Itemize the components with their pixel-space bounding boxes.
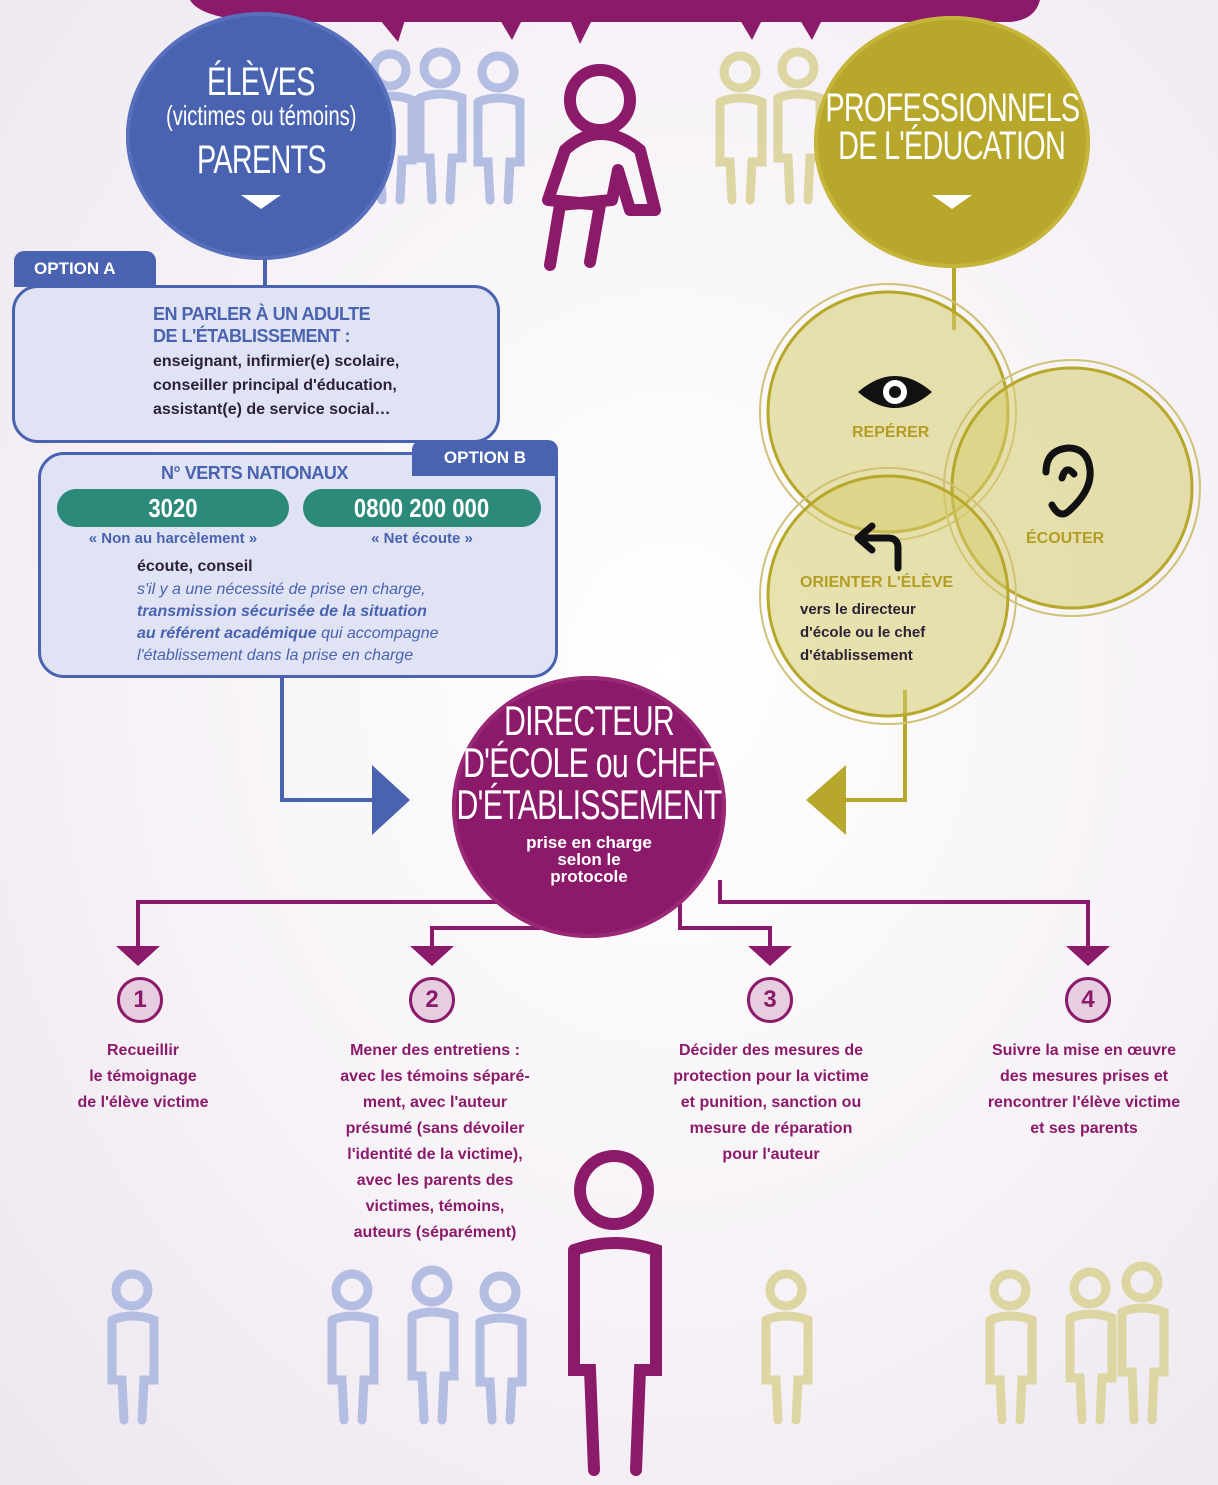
option-a-body-1: enseignant, infirmier(e) scolaire, <box>153 353 400 370</box>
person-icon <box>475 1271 527 1425</box>
option-b-box: N° VERTS NATIONAUX 3020 0800 200 000 « N… <box>38 452 558 678</box>
gold-arrowhead <box>806 765 846 835</box>
step-2-line: ment, avec l'auteur <box>362 1094 508 1111</box>
ear-icon <box>1042 444 1094 518</box>
person-icon <box>985 1269 1037 1425</box>
step-3-number: 3 <box>747 977 793 1023</box>
person-icon <box>1065 1267 1117 1425</box>
parents-title: PARENTS <box>196 138 327 182</box>
listen-advice: écoute, conseil <box>137 558 253 575</box>
orienter-line-1: vers le directeur <box>800 601 916 618</box>
step-2-line: victimes, témoins, <box>365 1198 505 1215</box>
people-bottom-gold <box>761 1261 1169 1425</box>
step-1-text: Recueillir le témoignage de l'élève vict… <box>38 1038 248 1116</box>
option-b-italic-3: au référent académique qui accompagne <box>137 623 438 645</box>
option-a-body-3: assistant(e) de service social… <box>153 401 391 418</box>
phone-number-net-ecoute[interactable]: 0800 200 000 <box>303 489 541 527</box>
person-icon <box>715 51 767 205</box>
step-2-line: avec les témoins séparé- <box>340 1068 530 1085</box>
people-top-gold <box>715 47 825 205</box>
pros-title-line2: DE L'ÉDUCATION <box>838 124 1067 168</box>
top-banner <box>190 0 1040 44</box>
step-1-line: le témoignage <box>89 1068 197 1085</box>
blue-arrowhead <box>372 765 410 835</box>
step-3-line: protection pour la victime <box>673 1068 869 1085</box>
person-icon <box>761 1269 813 1425</box>
person-icon <box>407 1265 459 1425</box>
ecouter-label: ÉCOUTER <box>1026 530 1105 547</box>
step-3-text: Décider des mesures de protection pour l… <box>616 1038 926 1168</box>
step-2-line: auteurs (séparément) <box>353 1224 517 1241</box>
step-2-text: Mener des entretiens : avec les témoins … <box>290 1038 580 1246</box>
step-2-line: Mener des entretiens : <box>350 1042 520 1059</box>
person-bottom-magenta <box>568 1150 662 1476</box>
person-icon <box>327 1269 379 1425</box>
phone-number-3020[interactable]: 3020 <box>57 489 289 527</box>
person-icon <box>773 47 825 205</box>
step-2-line: présumé (sans dévoiler <box>345 1120 525 1137</box>
step-4-number: 4 <box>1065 977 1111 1023</box>
person-icon <box>415 47 467 205</box>
magenta-arrowheads <box>116 946 1110 966</box>
pros-title-line1: PROFESSIONNELS <box>825 86 1080 130</box>
caption-net-ecoute: « Net écoute » <box>371 530 473 547</box>
step-2-number: 2 <box>409 977 455 1023</box>
option-b-heading: N° VERTS NATIONAUX <box>161 463 348 483</box>
step-1-number: 1 <box>117 977 163 1023</box>
orienter-line-2: d'école ou le chef <box>800 624 926 641</box>
person-icon <box>1117 1261 1169 1425</box>
professionnels-circle: PROFESSIONNELS DE L'ÉDUCATION <box>814 16 1090 268</box>
step-3-line: mesure de réparation <box>689 1120 853 1137</box>
step-4-line: rencontrer l'élève victime <box>987 1094 1181 1111</box>
option-b-italic-1: s'il y a une nécessité de prise en charg… <box>137 581 426 598</box>
option-b-italic-4: l'établissement dans la prise en charge <box>137 647 414 664</box>
step-3-line: pour l'auteur <box>722 1146 820 1163</box>
step-1-line: de l'élève victime <box>77 1094 209 1111</box>
step-3-line: et punition, sanction ou <box>680 1094 862 1111</box>
step-4-text: Suivre la mise en œuvre des mesures pris… <box>950 1038 1218 1142</box>
eye-icon <box>858 376 932 408</box>
option-b-italic-2: transmission sécurisée de la situation <box>137 603 427 620</box>
option-a-tab: OPTION A <box>14 251 156 287</box>
director-line-3: D'ÉTABLISSEMENT <box>456 780 723 828</box>
step-2-line: avec les parents des <box>356 1172 514 1189</box>
eleves-title: ÉLÈVES <box>207 60 315 104</box>
chevron-down-icon <box>241 195 281 209</box>
reperer-label: REPÉRER <box>852 424 930 441</box>
option-a-heading-2: DE L'ÉTABLISSEMENT : <box>153 326 350 346</box>
directeur-circle: DIRECTEUR D'ÉCOLE ou CHEF D'ÉTABLISSEMEN… <box>452 676 726 938</box>
option-a-heading-1: EN PARLER À UN ADULTE <box>153 304 371 324</box>
person-icon <box>568 1150 662 1476</box>
eleves-parents-circle: ÉLÈVES (victimes ou témoins) PARENTS <box>126 12 396 260</box>
step-4-line: des mesures prises et <box>999 1068 1169 1085</box>
turn-arrow-icon <box>854 522 902 572</box>
orienter-title: ORIENTER L'ÉLÈVE <box>800 574 954 591</box>
step-1-line: Recueillir <box>106 1042 180 1059</box>
sitting-person-icon <box>542 64 661 271</box>
caption-3020: « Non au harcèlement » <box>88 530 258 547</box>
person-icon <box>107 1269 159 1425</box>
director-line-1: DIRECTEUR <box>504 696 675 744</box>
eleves-subtitle: (victimes ou témoins) <box>165 100 357 131</box>
option-b-italic-3-rest: qui accompagne <box>316 625 439 642</box>
person-icon <box>473 51 525 205</box>
director-sub-3: protocole <box>550 866 628 886</box>
orienter-line-3: d'établissement <box>800 647 913 664</box>
director-line-2: D'ÉCOLE ou CHEF <box>462 738 716 786</box>
step-2-line: l'identité de la victime), <box>347 1146 523 1163</box>
chevron-down-icon <box>932 195 972 209</box>
director-sub-2: selon le <box>557 849 621 869</box>
director-sub-1: prise en charge <box>526 832 652 852</box>
people-bottom-blue <box>107 1265 527 1425</box>
option-a-box: EN PARLER À UN ADULTE DE L'ÉTABLISSEMENT… <box>12 285 500 443</box>
option-a-body-2: conseiller principal d'éducation, <box>153 377 397 394</box>
step-3-line: Décider des mesures de <box>678 1042 864 1059</box>
gold-circles <box>759 283 1201 725</box>
step-4-line: Suivre la mise en œuvre <box>991 1042 1177 1059</box>
step-4-line: et ses parents <box>1030 1120 1138 1137</box>
referent-academique: au référent académique <box>137 625 317 642</box>
option-b-tab: OPTION B <box>412 440 558 476</box>
